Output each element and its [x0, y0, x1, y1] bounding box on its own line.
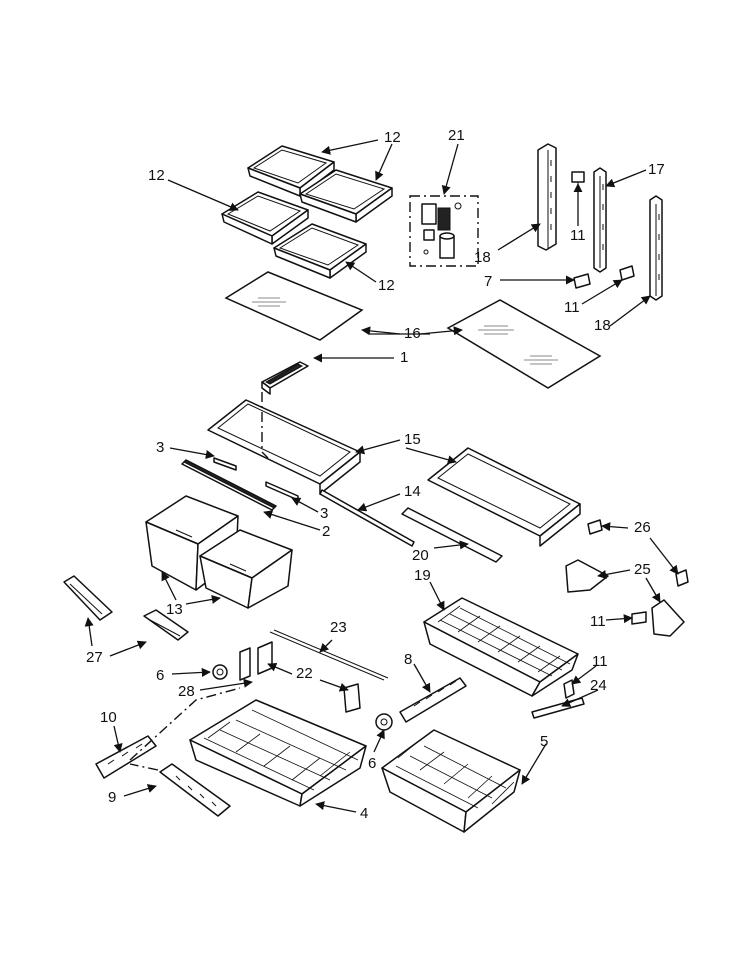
callout-25: 25 — [634, 561, 651, 578]
callout-11-d: 11 — [592, 653, 608, 670]
callout-1: 1 — [400, 349, 408, 366]
pantry-drawer-19[interactable] — [423, 597, 579, 697]
callout-15: 15 — [404, 431, 421, 448]
callout-10: 10 — [100, 709, 117, 726]
shelf-rail-18-left[interactable] — [537, 143, 557, 251]
callout-4: 4 — [360, 805, 368, 822]
slide-24[interactable] — [531, 697, 585, 719]
screw-11-low[interactable] — [563, 679, 575, 699]
bracket-22-right[interactable] — [343, 683, 361, 713]
callout-3-a: 3 — [156, 439, 164, 456]
bracket-25-left[interactable] — [565, 559, 609, 593]
callout-12-b: 12 — [148, 167, 165, 184]
cover-27-upper[interactable] — [63, 575, 113, 621]
callout-24: 24 — [590, 677, 607, 694]
screw-7[interactable] — [573, 273, 591, 289]
callout-6-b: 6 — [368, 755, 376, 772]
trim-3-upper[interactable] — [213, 457, 237, 471]
callout-23: 23 — [330, 619, 347, 636]
gear-6-left[interactable] — [212, 664, 228, 680]
callout-9: 9 — [108, 789, 116, 806]
leader-lines — [84, 139, 679, 813]
glass-shelf-16-left[interactable] — [224, 271, 364, 341]
clip-26-right[interactable] — [675, 569, 689, 587]
callout-labels: 12 12 12 21 17 18 11 7 11 18 16 1 15 3 1… — [86, 127, 665, 822]
shelf-12-bottom[interactable] — [273, 223, 367, 279]
cover-27-lower[interactable] — [143, 609, 189, 641]
crisper-drawer-13-right[interactable] — [199, 529, 293, 609]
callout-11-b: 11 — [564, 299, 580, 316]
gear-6-right[interactable] — [375, 713, 393, 731]
callout-11-a: 11 — [570, 227, 586, 244]
callout-17: 17 — [648, 161, 665, 178]
callout-18-b: 18 — [594, 317, 611, 334]
callout-16: 16 — [404, 325, 421, 342]
callout-20: 20 — [412, 547, 429, 564]
trim-3-lower[interactable] — [265, 481, 299, 501]
screw-11-mid[interactable] — [631, 611, 647, 625]
callout-8: 8 — [404, 651, 412, 668]
shelf-frame-15-left[interactable] — [207, 399, 361, 495]
hardware-kit-21[interactable] — [409, 195, 479, 267]
callout-18-a: 18 — [474, 249, 491, 266]
shelf-rail-17[interactable] — [593, 167, 607, 273]
cover-10[interactable] — [95, 735, 157, 779]
wire-basket-5[interactable] — [381, 729, 521, 833]
bracket-22-left[interactable] — [257, 641, 273, 675]
glass-shelf-16-right[interactable] — [446, 299, 602, 389]
shelf-12-mid-right[interactable] — [299, 169, 393, 223]
callout-14: 14 — [404, 483, 421, 500]
callout-19: 19 — [414, 567, 431, 584]
callout-3-b: 3 — [320, 505, 328, 522]
callout-13: 13 — [166, 601, 183, 618]
callout-28: 28 — [178, 683, 195, 700]
rod-23[interactable] — [269, 629, 389, 681]
shelf-frame-15-right[interactable] — [427, 447, 581, 547]
shelf-rail-18-right[interactable] — [649, 195, 663, 301]
callout-27: 27 — [86, 649, 103, 666]
clip-26-left[interactable] — [587, 519, 603, 535]
wire-basket-4[interactable] — [189, 699, 367, 807]
callout-5: 5 — [540, 733, 548, 750]
mullion-cover-1[interactable] — [261, 361, 309, 395]
callout-7: 7 — [484, 273, 492, 290]
callout-2: 2 — [322, 523, 330, 540]
shelf-12-mid-left[interactable] — [221, 191, 309, 245]
callout-12-a: 12 — [384, 129, 401, 146]
crisper-drawer-13-left[interactable] — [145, 495, 239, 591]
callout-21: 21 — [448, 127, 465, 144]
bracket-25-right[interactable] — [651, 599, 685, 637]
callout-26: 26 — [634, 519, 651, 536]
callout-6-a: 6 — [156, 667, 164, 684]
callout-11-c: 11 — [590, 613, 606, 630]
callout-22: 22 — [296, 665, 313, 682]
callout-12-c: 12 — [378, 277, 395, 294]
slide-8[interactable] — [399, 677, 467, 723]
screw-11-right[interactable] — [619, 265, 635, 281]
bracket-28[interactable] — [239, 647, 251, 681]
rod-14[interactable] — [319, 489, 415, 547]
trim-2[interactable] — [181, 459, 277, 511]
cover-9[interactable] — [159, 763, 231, 817]
